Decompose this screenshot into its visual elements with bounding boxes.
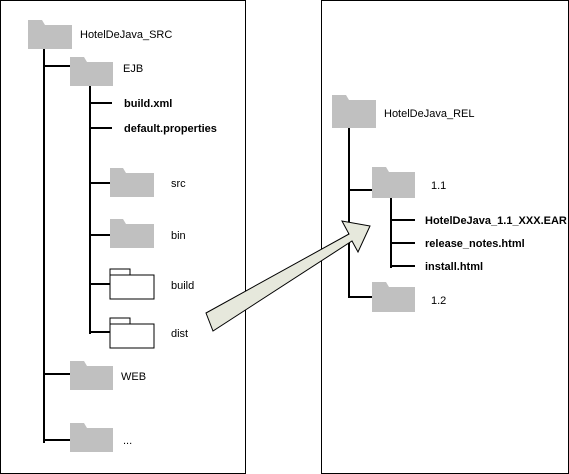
default-properties-file-label: default.properties	[124, 123, 217, 135]
folder-icon	[332, 95, 376, 128]
source-tree-lines	[43, 48, 112, 443]
more-folders-label: ...	[123, 435, 132, 447]
src-folder-label: src	[171, 178, 186, 190]
release-root-label: HotelDeJava_REL	[384, 108, 475, 120]
release-notes-file-label: release_notes.html	[425, 238, 525, 250]
ejb-folder-label: EJB	[123, 63, 143, 75]
folder-icon	[372, 282, 415, 312]
folder-outline-icon	[109, 317, 155, 349]
folder-icon	[70, 423, 113, 452]
folder-outline-icon	[109, 268, 155, 300]
folder-icon	[70, 361, 113, 390]
install-file-label: install.html	[425, 261, 483, 273]
release-tree-lines	[348, 128, 415, 298]
folder-icon	[110, 168, 154, 197]
deploy-arrow-icon	[205, 220, 371, 332]
bin-folder-label: bin	[171, 230, 186, 242]
source-root-label: HotelDeJava_SRC	[80, 29, 172, 41]
ear-file-label: HotelDeJava_1.1_XXX.EAR	[425, 215, 567, 227]
folder-icon	[372, 167, 415, 198]
folder-icon	[70, 57, 113, 86]
build-folder-label: build	[171, 280, 194, 292]
folder-icon	[110, 219, 154, 248]
version-1-2-folder-label: 1.2	[431, 295, 446, 307]
dist-folder-label: dist	[171, 328, 188, 340]
build-xml-file-label: build.xml	[124, 98, 172, 110]
web-folder-label: WEB	[121, 371, 146, 383]
source-panel: HotelDeJava_SRC EJB build.xml default.pr…	[0, 0, 246, 474]
release-panel: HotelDeJava_REL 1.1 HotelDeJava_1.1_XXX.…	[321, 0, 569, 474]
version-1-1-folder-label: 1.1	[431, 180, 446, 192]
folder-icon	[28, 20, 72, 49]
